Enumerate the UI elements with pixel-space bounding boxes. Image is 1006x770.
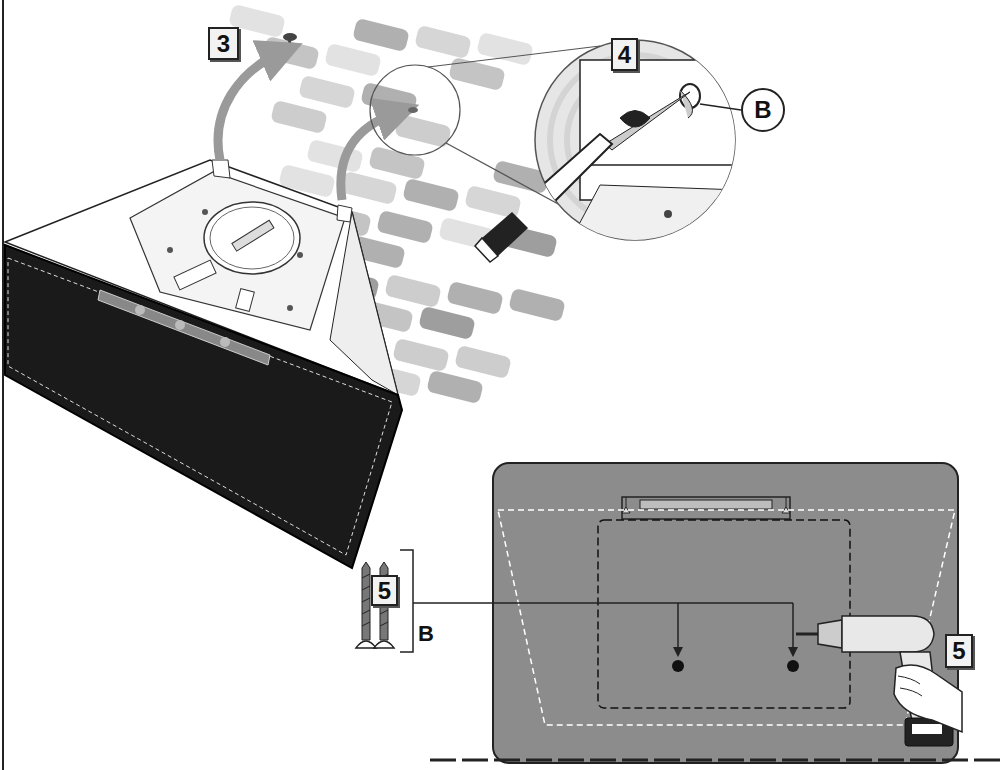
callout-number: 4 [611,38,638,71]
brick [426,370,484,404]
part-letter: B [741,88,785,132]
cooker-hood [5,160,402,568]
move-arrow [218,52,282,160]
brick [384,274,442,308]
brick [476,32,534,66]
leader-lines [400,550,793,655]
brick [376,210,434,244]
brick [394,114,452,148]
brick [446,281,504,315]
brick [392,338,450,372]
brick [298,75,356,109]
brick [454,345,512,379]
wall-panel [430,463,1000,763]
brick [270,100,328,134]
mounting-screw [283,33,297,48]
brick [324,43,382,77]
brick [448,57,506,91]
callout-number: 5 [945,634,973,668]
move-arrow [341,112,398,200]
part-letter: B [416,620,436,648]
brick [414,25,472,59]
drill [796,616,962,746]
brick [402,178,460,212]
brick [340,171,398,205]
zoom-detail [370,40,741,262]
frame-line [2,0,4,770]
callout-number: 3 [208,27,239,60]
callout-number: 5 [371,575,398,606]
brick [352,18,410,52]
brick [508,288,566,322]
brick [418,306,476,340]
